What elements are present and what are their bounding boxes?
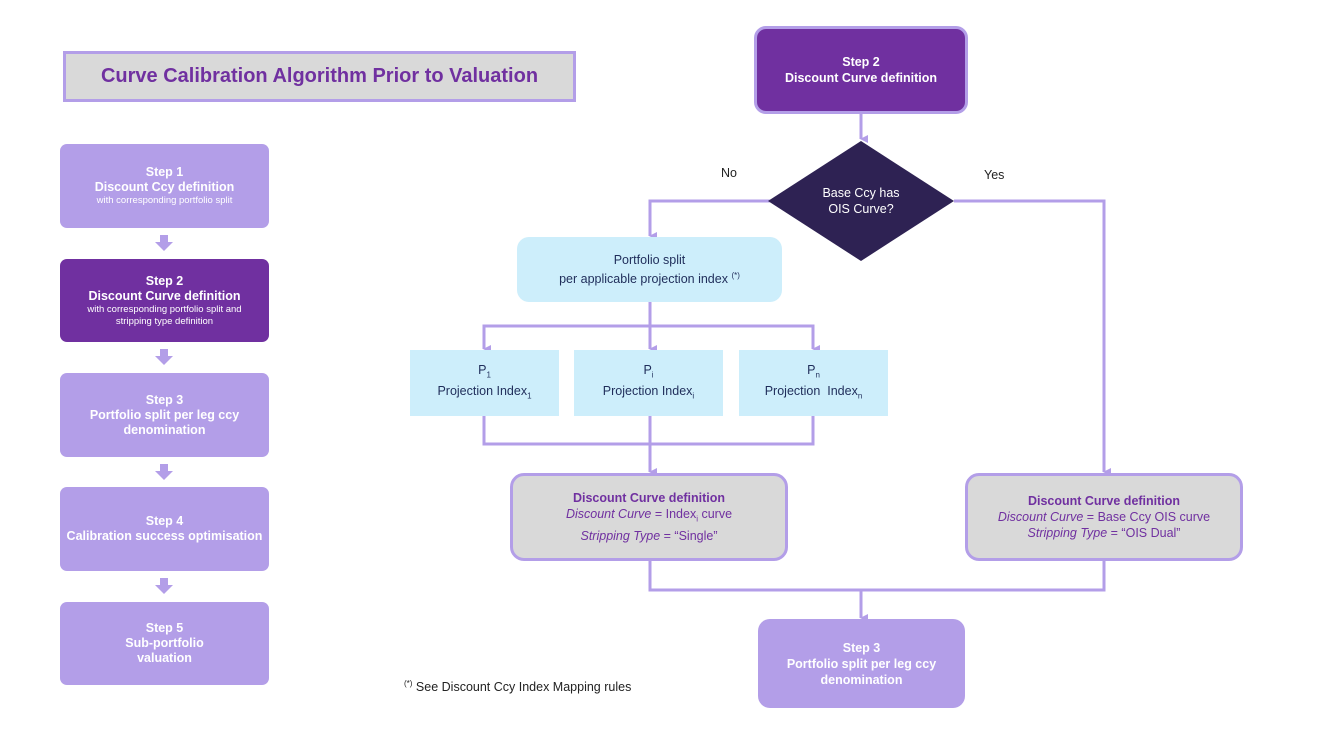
no-label: No xyxy=(721,166,737,180)
step-3-title: Step 3 xyxy=(145,392,184,407)
connector-no-branch xyxy=(648,199,770,240)
footnote: (*) See Discount Ccy Index Mapping rules xyxy=(404,679,631,694)
footnote-mark: (*) xyxy=(404,679,413,688)
step-4-subtitle: Calibration success optimisation xyxy=(66,529,263,543)
step-3-subtitle: Portfolio split per leg ccy denomination xyxy=(89,407,240,437)
flow-start-subtitle: Discount Curve definition xyxy=(784,71,938,85)
down-arrow-icon xyxy=(155,464,173,480)
step-2-detail: with corresponding portfolio split and s… xyxy=(87,303,242,327)
step-4-box: Step 4 Calibration success optimisation xyxy=(60,487,269,571)
step-4-title: Step 4 xyxy=(145,514,184,528)
definition-box-yes: Discount Curve definition Discount Curve… xyxy=(965,473,1243,561)
projection-p: P1 xyxy=(478,362,491,380)
split-line-2: per applicable projection index (*) xyxy=(559,270,740,287)
step-3-box: Step 3 Portfolio split per leg ccy denom… xyxy=(60,373,269,457)
definition-curve: Discount Curve = Base Ccy OIS curve xyxy=(997,510,1211,524)
step-5-box: Step 5 Sub-portfolio valuation xyxy=(60,602,269,685)
connector-yes-branch xyxy=(954,199,1111,476)
definition-box-no: Discount Curve definition Discount Curve… xyxy=(510,473,788,561)
decision-text: Base Ccy has OIS Curve? xyxy=(800,182,922,220)
flow-end-step-3: Step 3 Portfolio split per leg ccy denom… xyxy=(758,619,965,708)
split-line-1: Portfolio split xyxy=(613,252,686,267)
step-5-title: Step 5 xyxy=(145,621,184,635)
step-2-box: Step 2 Discount Curve definition with co… xyxy=(60,259,269,342)
projection-box-1: P1 Projection Index1 xyxy=(410,350,559,416)
projection-p: Pn xyxy=(807,362,820,380)
step-1-detail: with corresponding portfolio split xyxy=(96,195,233,206)
step-1-title: Step 1 xyxy=(145,165,184,179)
step-1-box: Step 1 Discount Ccy definition with corr… xyxy=(60,144,269,228)
footnote-text: See Discount Ccy Index Mapping rules xyxy=(412,680,632,695)
step-5-subtitle: Sub-portfolio valuation xyxy=(125,636,204,665)
connector-split-fanout xyxy=(482,324,815,349)
footnote-mark: (*) xyxy=(731,270,740,280)
connector-defs-merge xyxy=(648,561,1106,592)
decision-line-2: OIS Curve? xyxy=(828,202,894,216)
definition-heading: Discount Curve definition xyxy=(1027,494,1181,508)
down-arrow-icon xyxy=(155,235,173,251)
step-1-subtitle: Discount Ccy definition xyxy=(94,180,235,194)
projection-label: Projection Index1 xyxy=(437,384,532,401)
step-2-title: Step 2 xyxy=(145,273,184,288)
portfolio-split-box: Portfolio split per applicable projectio… xyxy=(517,237,782,302)
flow-end-title: Step 3 xyxy=(842,640,881,655)
projection-box-i: Pi Projection Indexi xyxy=(574,350,723,416)
flow-start-title: Step 2 xyxy=(842,55,880,69)
page-title: Curve Calibration Algorithm Prior to Val… xyxy=(63,51,576,102)
decision-diamond xyxy=(768,141,954,261)
projection-label: Projection Indexn xyxy=(764,384,863,401)
projection-label: Projection Indexi xyxy=(602,384,695,401)
step-2-subtitle: Discount Curve definition xyxy=(88,288,241,303)
yes-label: Yes xyxy=(984,168,1005,182)
down-arrow-icon xyxy=(155,578,173,594)
definition-curve: Discount Curve = Indexi curve xyxy=(565,507,733,524)
definition-stripping: Stripping Type = “OIS Dual” xyxy=(1027,526,1181,540)
projection-p: Pi xyxy=(643,362,654,380)
down-arrow-icon xyxy=(155,349,173,365)
definition-stripping: Stripping Type = “Single” xyxy=(580,528,718,543)
flow-end-subtitle: Portfolio split per leg ccy denomination xyxy=(786,656,937,687)
decision-line-1: Base Ccy has xyxy=(822,186,900,200)
definition-heading: Discount Curve definition xyxy=(572,491,726,506)
projection-box-n: Pn Projection Indexn xyxy=(739,350,888,416)
flow-start-step-2: Step 2 Discount Curve definition xyxy=(754,26,968,114)
